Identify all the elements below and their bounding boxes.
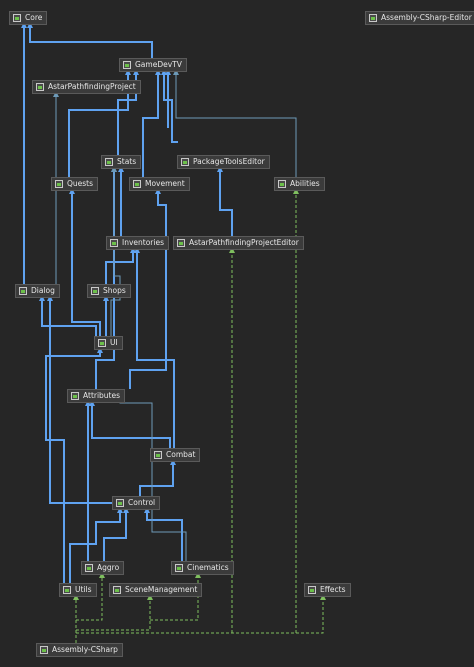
edge-ui-quests	[69, 188, 101, 336]
node-quests[interactable]: Quests	[51, 177, 99, 191]
node-cinematics[interactable]: Cinematics	[171, 561, 234, 575]
node-label: GameDevTV	[135, 60, 182, 69]
node-astarpathfindingproject[interactable]: AstarPathfindingProject	[32, 80, 141, 94]
node-inventories[interactable]: Inventories	[106, 236, 169, 250]
assembly-icon	[98, 339, 106, 347]
node-label: Assembly-CSharp-Editor	[381, 13, 472, 22]
node-label: Stats	[117, 157, 137, 166]
edge-gamedevtv-core	[27, 22, 153, 58]
edge-shops-inventories	[105, 247, 136, 284]
node-attributes[interactable]: Attributes	[67, 389, 126, 403]
assembly-icon	[36, 83, 44, 91]
node-label: Assembly-CSharp	[52, 645, 118, 654]
assembly-icon	[110, 239, 118, 247]
node-gamedevtv[interactable]: GameDevTV	[119, 58, 187, 72]
assembly-icon	[55, 180, 63, 188]
node-assembly-csharp[interactable]: Assembly-CSharp	[36, 643, 123, 657]
edge-attributes-movement	[129, 188, 167, 389]
assembly-icon	[105, 158, 113, 166]
edge-combat-attributes	[89, 400, 171, 448]
node-utils[interactable]: Utils	[59, 583, 97, 597]
node-label: Quests	[67, 179, 94, 188]
node-core[interactable]: Core	[9, 11, 48, 25]
assembly-icon	[113, 586, 121, 594]
node-label: Attributes	[83, 391, 121, 400]
edge-csharp-scenemgmt	[76, 594, 153, 631]
assembly-icon	[71, 392, 79, 400]
node-effects[interactable]: Effects	[304, 583, 351, 597]
edge-utils-ui	[45, 347, 103, 583]
node-scenemanagement[interactable]: SceneManagement	[109, 583, 203, 597]
assembly-icon	[40, 646, 48, 654]
assembly-icon	[63, 586, 71, 594]
node-ui[interactable]: UI	[94, 336, 123, 350]
node-aggro[interactable]: Aggro	[81, 561, 125, 575]
edge-pkg-gamedevtv	[161, 69, 178, 143]
node-label: Aggro	[97, 563, 120, 572]
assembly-icon	[181, 158, 189, 166]
assembly-icon	[19, 287, 27, 295]
node-stats[interactable]: Stats	[101, 155, 142, 169]
node-label: Control	[128, 498, 156, 507]
node-label: Effects	[320, 585, 346, 594]
edge-abilities-gamedevtv-thin	[173, 69, 297, 177]
node-control[interactable]: Control	[112, 496, 161, 510]
assembly-icon	[154, 451, 162, 459]
node-abilities[interactable]: Abilities	[274, 177, 325, 191]
assembly-icon	[13, 14, 21, 22]
node-label: Cinematics	[187, 563, 229, 572]
assembly-icon	[308, 586, 316, 594]
assembly-icon	[123, 61, 131, 69]
edge-cinematics-attributes	[117, 390, 187, 561]
node-label: Core	[25, 13, 43, 22]
node-label: SceneManagement	[125, 585, 198, 594]
edge-aggro-control	[103, 507, 129, 561]
node-label: Combat	[166, 450, 196, 459]
edge-movement-gamedevtv	[142, 69, 161, 177]
edge-control-dialog	[47, 295, 116, 504]
assembly-icon	[278, 180, 286, 188]
edge-astareditor-pkgtools	[217, 166, 233, 236]
assembly-icon	[133, 180, 141, 188]
node-label: Inventories	[122, 238, 164, 247]
edge-cinematics-control	[144, 507, 183, 561]
assembly-icon	[91, 287, 99, 295]
node-packagetoolseditor[interactable]: PackageToolsEditor	[177, 155, 270, 169]
node-label: Abilities	[290, 179, 320, 188]
assembly-icon	[369, 14, 377, 22]
node-dialog[interactable]: Dialog	[15, 284, 60, 298]
assembly-icon	[177, 239, 185, 247]
node-shops[interactable]: Shops	[87, 284, 131, 298]
node-label: Movement	[145, 179, 185, 188]
edge-ui-dialog	[39, 295, 97, 336]
edge-csharp-effects	[76, 594, 326, 634]
node-label: Utils	[75, 585, 92, 594]
node-label: AstarPathfindingProject	[48, 82, 136, 91]
assembly-icon	[175, 564, 183, 572]
edge-combat-inventories	[134, 247, 175, 448]
node-label: AstarPathfindingProjectEditor	[189, 238, 299, 247]
edge-control-combat	[139, 459, 176, 496]
node-label: PackageToolsEditor	[193, 157, 265, 166]
edge-utils-control	[69, 507, 123, 583]
assembly-icon	[85, 564, 93, 572]
node-label: Shops	[103, 286, 126, 295]
edge-csharp-cinematics	[150, 572, 201, 621]
edge-stats-ui	[110, 166, 121, 336]
node-astarpathfindingprojecteditor[interactable]: AstarPathfindingProjectEditor	[173, 236, 304, 250]
edge-csharp-aggro	[76, 572, 105, 621]
node-combat[interactable]: Combat	[150, 448, 201, 462]
node-label: UI	[110, 338, 118, 347]
assembly-icon	[116, 499, 124, 507]
node-assembly-csharp-editor[interactable]: Assembly-CSharp-Editor	[365, 11, 474, 25]
node-movement[interactable]: Movement	[129, 177, 190, 191]
node-label: Dialog	[31, 286, 55, 295]
